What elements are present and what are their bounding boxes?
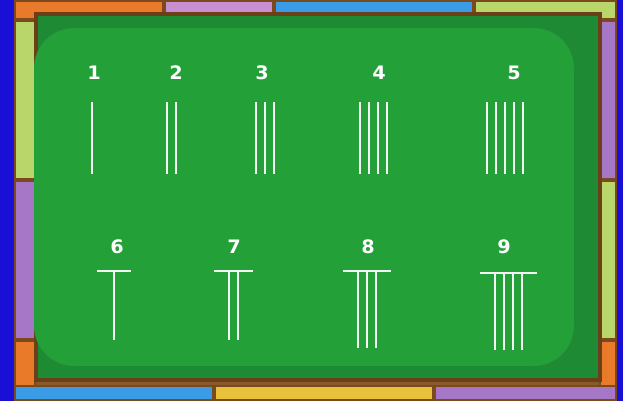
- rod-stick-9-2: [503, 272, 505, 350]
- patch-tile: [14, 20, 36, 180]
- rod-stick-3-3: [273, 102, 275, 174]
- rod-stick-4-4: [386, 102, 388, 174]
- rod-stick-5-1: [486, 102, 488, 174]
- numeral-label-3: 3: [255, 62, 268, 84]
- numeral-label-1: 1: [87, 62, 100, 84]
- rod-stick-4-2: [368, 102, 370, 174]
- rod-bar-9: [480, 272, 537, 274]
- rod-stick-9-4: [521, 272, 523, 350]
- rod-stick-5-4: [513, 102, 515, 174]
- rod-stick-5-2: [495, 102, 497, 174]
- rod-stick-1-1: [91, 102, 93, 174]
- rod-stick-5-5: [522, 102, 524, 174]
- rod-stick-8-3: [375, 270, 377, 348]
- patch-tile: [14, 180, 36, 340]
- rod-stick-7-2: [237, 270, 239, 340]
- rod-stick-9-3: [512, 272, 514, 350]
- rod-stick-6-1: [113, 270, 115, 340]
- rod-stick-2-1: [166, 102, 168, 174]
- numeral-label-7: 7: [227, 236, 240, 258]
- rod-bar-7: [214, 270, 253, 272]
- patch-tile: [14, 385, 214, 401]
- rod-stick-8-2: [366, 270, 368, 348]
- rod-stick-2-2: [175, 102, 177, 174]
- rod-stick-4-3: [377, 102, 379, 174]
- numeral-label-5: 5: [507, 62, 520, 84]
- numeral-label-2: 2: [169, 62, 182, 84]
- rod-stick-8-1: [357, 270, 359, 348]
- rod-stick-3-1: [255, 102, 257, 174]
- rod-stick-9-1: [494, 272, 496, 350]
- rod-stick-7-1: [228, 270, 230, 340]
- rod-stick-3-2: [264, 102, 266, 174]
- patch-tile: [434, 385, 617, 401]
- numeral-label-6: 6: [110, 236, 123, 258]
- rod-stick-5-3: [504, 102, 506, 174]
- patch-tile: [214, 385, 434, 401]
- numeral-label-8: 8: [361, 236, 374, 258]
- numeral-label-4: 4: [372, 62, 385, 84]
- rod-stick-4-1: [359, 102, 361, 174]
- numeral-label-9: 9: [497, 236, 510, 258]
